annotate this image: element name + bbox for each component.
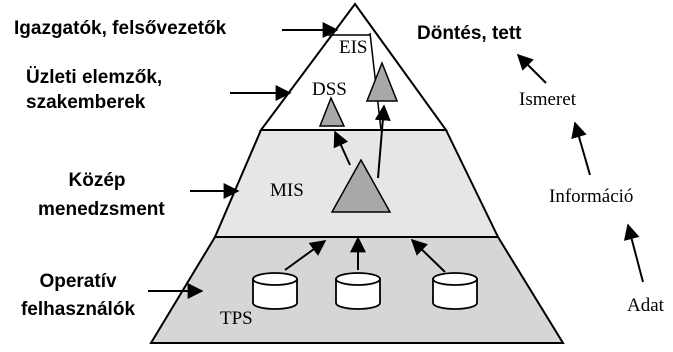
label-analysts-line1: Üzleti elemzők, — [26, 67, 163, 88]
layer-tps-label: TPS — [220, 308, 253, 329]
label-data: Adat — [627, 295, 664, 316]
layer-mis-label: MIS — [270, 180, 304, 201]
arrow-knowledge-to-decision — [516, 53, 547, 84]
label-analysts-line2: szakemberek — [26, 92, 146, 113]
arrow-data-to-information — [623, 223, 644, 283]
dss-small-triangle — [318, 96, 346, 127]
tps-database-2 — [335, 272, 381, 310]
label-middle-line1: Közép — [68, 170, 126, 191]
arrow-db3-to-mis — [410, 238, 446, 273]
tps-database-1 — [252, 272, 298, 310]
arrow-db1-to-mis — [284, 240, 327, 271]
arrow-mis-to-dss — [333, 130, 351, 166]
mis-triangle — [330, 158, 392, 213]
eis-triangle — [365, 60, 399, 102]
layer-eis-label: EIS — [339, 37, 368, 58]
label-middle-line2: menedzsment — [38, 199, 165, 220]
layer-dss-label: DSS — [312, 79, 347, 100]
label-executives: Igazgatók, felsővezetők — [14, 18, 227, 39]
label-information: Információ — [549, 186, 634, 207]
tps-database-3 — [432, 272, 478, 310]
arrow-information-to-knowledge — [571, 121, 591, 176]
label-knowledge: Ismeret — [519, 89, 576, 110]
label-operational-line2: felhasználók — [20, 299, 136, 320]
label-decision: Döntés, tett — [417, 23, 522, 44]
label-operational-line1: Operatív — [39, 271, 117, 292]
arrow-mis-to-eis — [374, 104, 391, 179]
